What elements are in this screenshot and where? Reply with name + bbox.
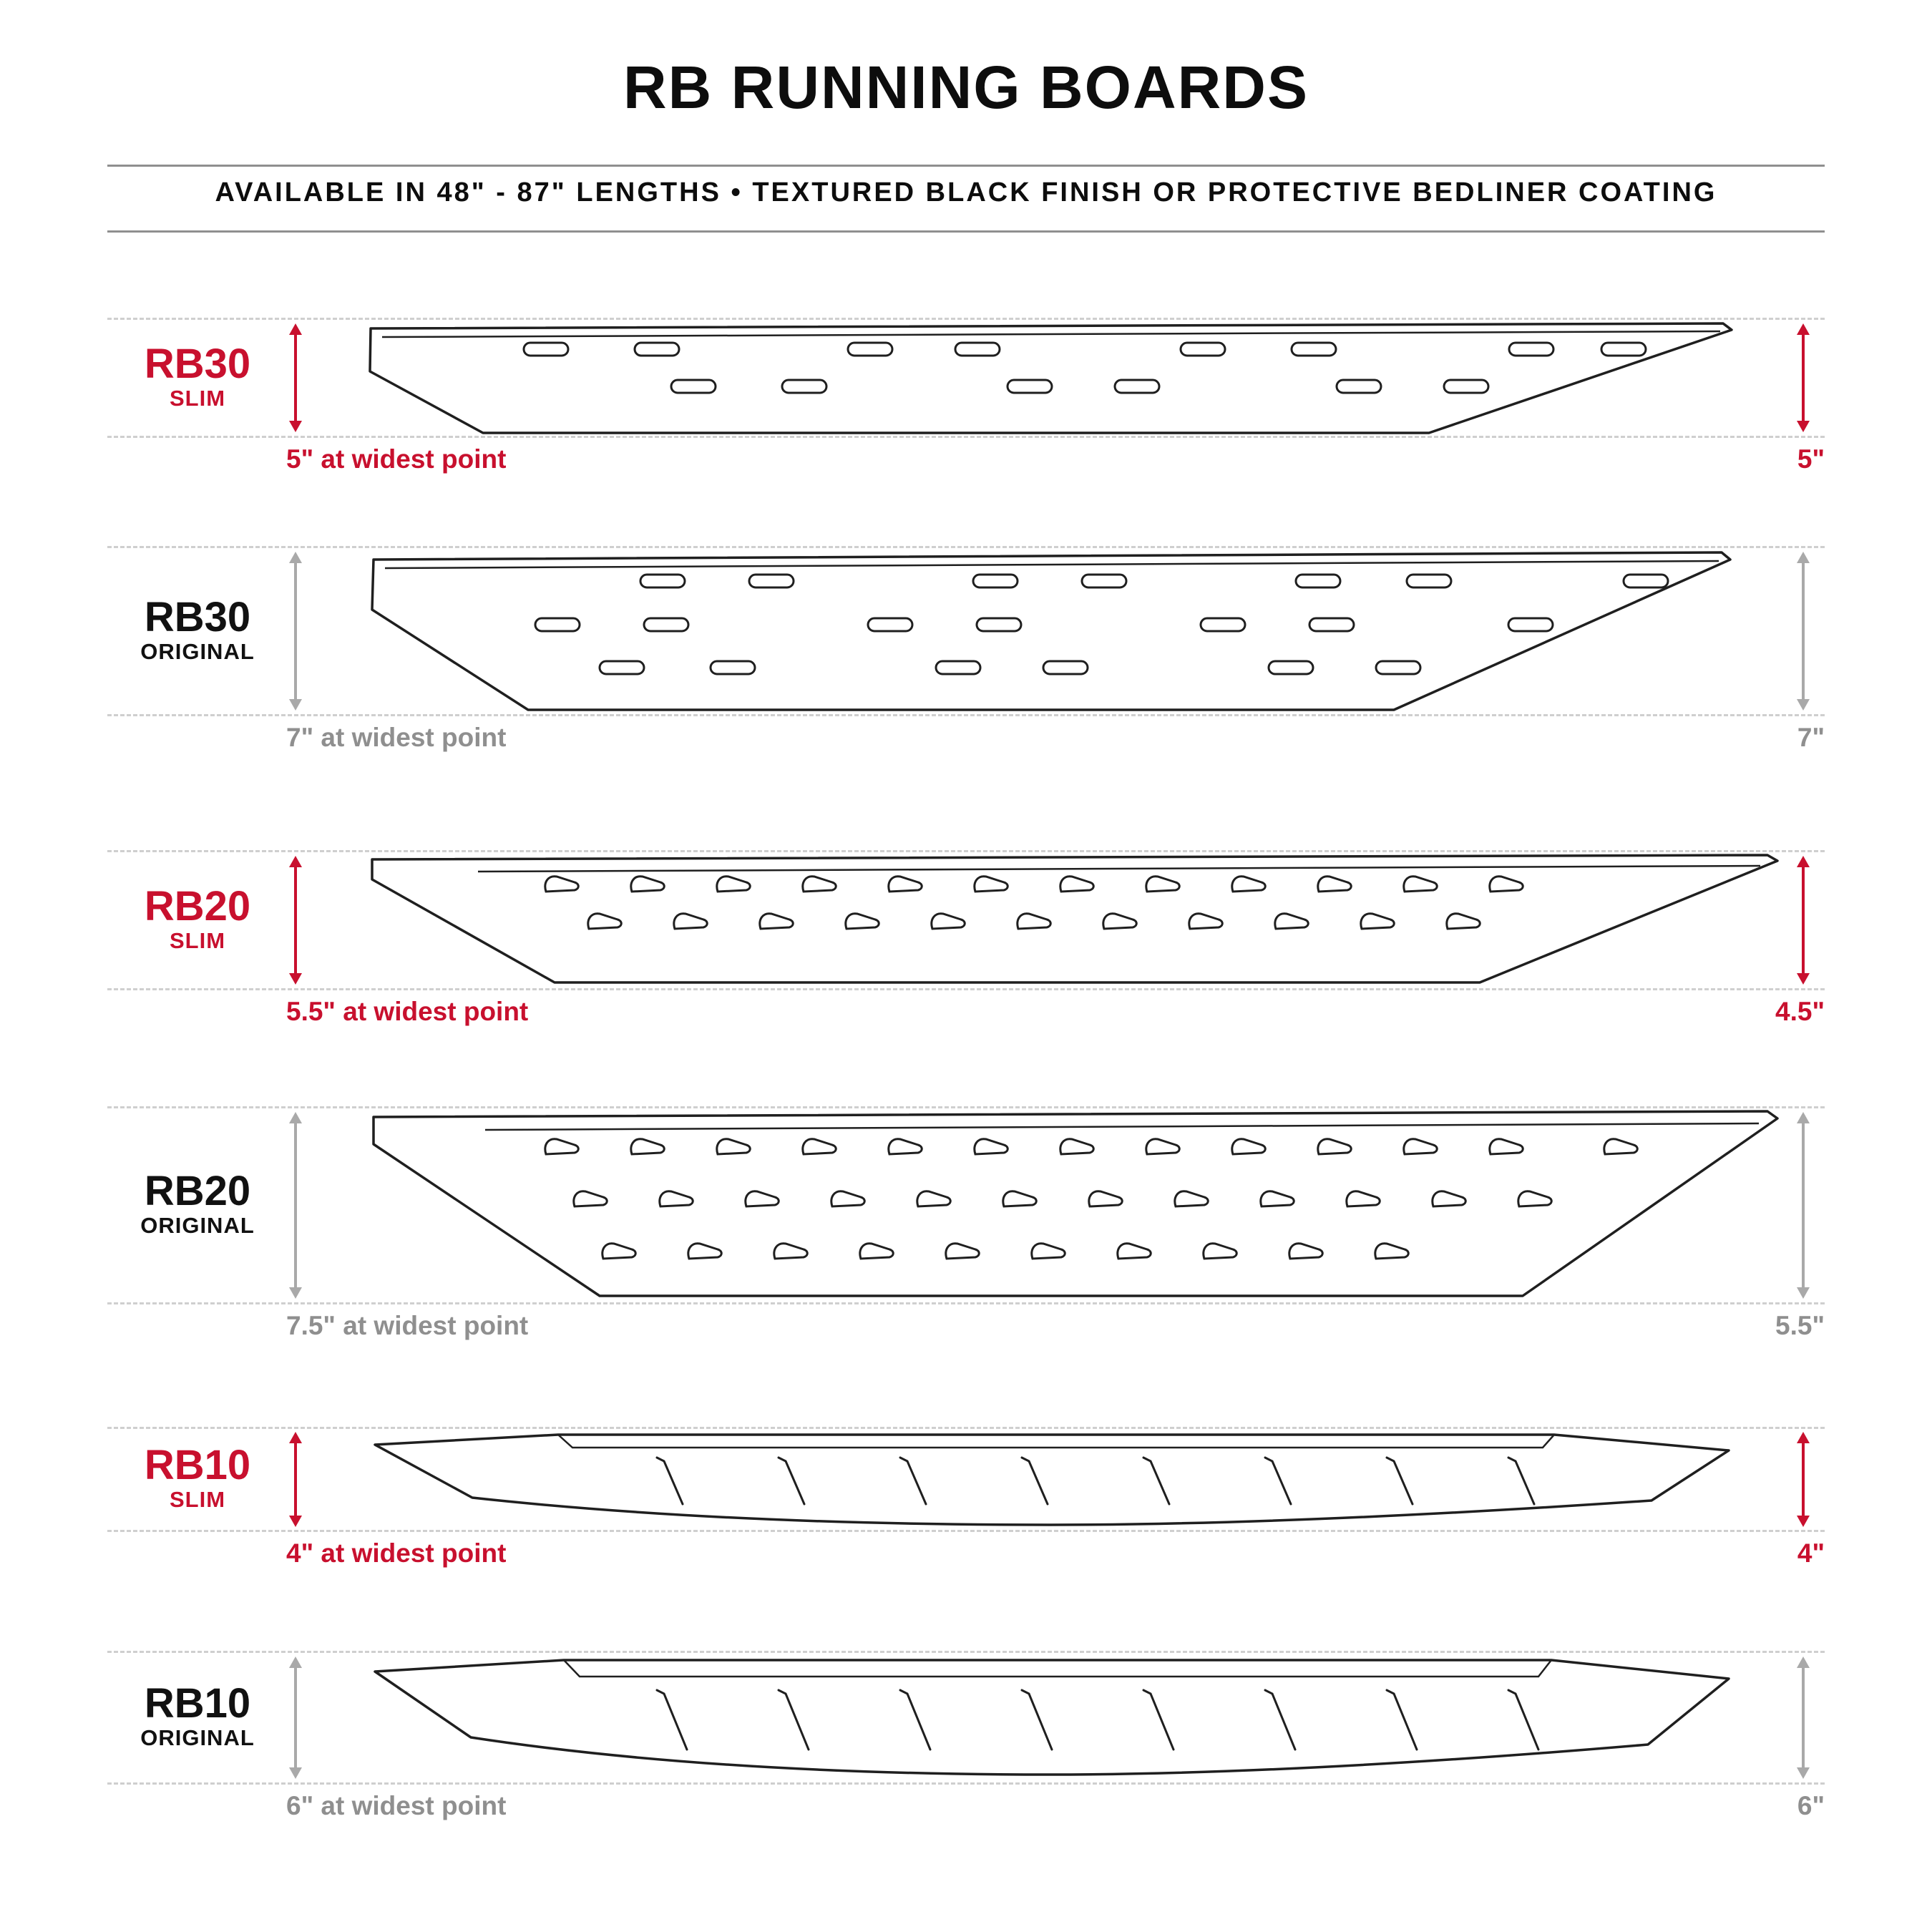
height-arrow-left	[289, 856, 302, 985]
board-row-rb10-original: RB10 ORIGINAL 6" at widest point 6"	[107, 1651, 1825, 1820]
board-row-rb20-original: RB20 ORIGINAL	[107, 1106, 1825, 1340]
width-note: 6" at widest point	[286, 1791, 507, 1820]
height-arrow-right	[1797, 323, 1810, 432]
height-label: 4"	[1797, 1538, 1825, 1568]
variant-name: ORIGINAL	[140, 1725, 255, 1751]
board-row-rb10-slim: RB10 SLIM 4" at widest point 4"	[107, 1427, 1825, 1568]
height-label: 7"	[1797, 723, 1825, 752]
height-label: 6"	[1797, 1791, 1825, 1820]
variant-name: ORIGINAL	[140, 1213, 255, 1239]
page-subtitle: AVAILABLE IN 48" - 87" LENGTHS • TEXTURE…	[215, 177, 1717, 208]
board-row-rb30-original: RB30 ORIGINAL 7" at wi	[107, 546, 1825, 752]
variant-name: SLIM	[169, 927, 226, 953]
model-name: RB20	[144, 882, 251, 930]
height-arrow-right	[1797, 1112, 1810, 1299]
rb10-original-board-drawing	[374, 1659, 1730, 1776]
page-title: RB RUNNING BOARDS	[623, 54, 1309, 121]
model-label-block: RB30 SLIM	[107, 320, 288, 436]
width-note: 7" at widest point	[286, 723, 507, 752]
rb30-original-board-drawing	[371, 551, 1732, 711]
height-arrow-right	[1797, 1432, 1810, 1527]
variant-name: ORIGINAL	[140, 638, 255, 664]
subtitle-divider	[107, 230, 1825, 233]
model-name: RB20	[144, 1168, 251, 1215]
height-arrow-left	[289, 1112, 302, 1299]
width-note: 5" at widest point	[286, 444, 507, 474]
variant-name: SLIM	[169, 1487, 226, 1513]
board-row-rb20-slim: RB20 SLIM 5.5"	[107, 850, 1825, 1026]
variant-name: SLIM	[169, 385, 226, 411]
model-label-block: RB30 ORIGINAL	[107, 548, 288, 714]
width-note: 5.5" at widest point	[286, 997, 529, 1026]
height-arrow-left	[289, 323, 302, 432]
model-label-block: RB20 SLIM	[107, 852, 288, 988]
height-label: 5"	[1797, 444, 1825, 474]
height-arrow-left	[289, 1657, 302, 1779]
height-label: 4.5"	[1775, 997, 1825, 1026]
width-note: 7.5" at widest point	[286, 1311, 529, 1340]
rb30-slim-board-drawing	[369, 322, 1733, 434]
title-divider	[107, 165, 1825, 167]
model-label-block: RB10 SLIM	[107, 1429, 288, 1530]
height-arrow-right	[1797, 552, 1810, 711]
model-label-block: RB20 ORIGINAL	[107, 1108, 288, 1302]
model-name: RB30	[144, 340, 251, 387]
model-name: RB10	[144, 1442, 251, 1489]
height-arrow-right	[1797, 856, 1810, 985]
height-arrow-left	[289, 552, 302, 711]
rb20-slim-board-drawing	[371, 854, 1779, 984]
height-arrow-left	[289, 1432, 302, 1527]
rb20-original-board-drawing	[372, 1110, 1779, 1297]
model-name: RB10	[144, 1680, 251, 1727]
height-arrow-right	[1797, 1657, 1810, 1779]
board-row-rb30-slim: RB30 SLIM 5" at widest point 5"	[107, 318, 1825, 474]
width-note: 4" at widest point	[286, 1538, 507, 1568]
model-name: RB30	[144, 593, 251, 640]
height-label: 5.5"	[1775, 1311, 1825, 1340]
model-label-block: RB10 ORIGINAL	[107, 1653, 288, 1782]
rb10-slim-board-drawing	[374, 1433, 1730, 1526]
